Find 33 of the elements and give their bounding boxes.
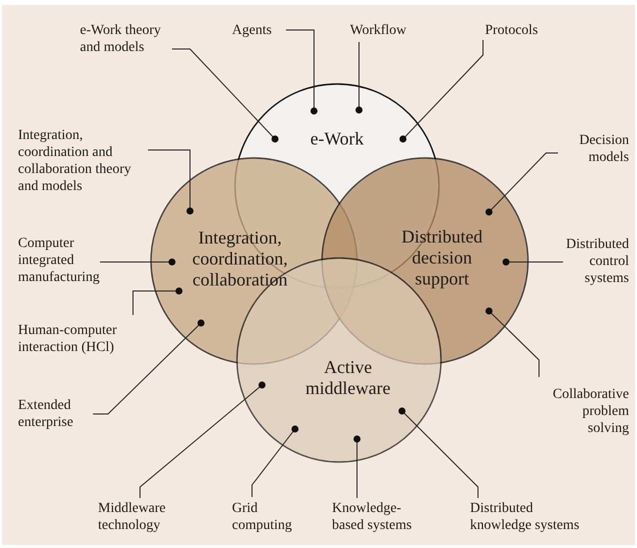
callout-label: Integration, coordination and collaboration theory and models: [18, 127, 140, 195]
leader-line: [100, 258, 176, 266]
leader-line: [398, 408, 478, 498]
callout-label: Decision models: [549, 132, 629, 166]
leader-line: [356, 42, 362, 114]
callout-label: Computer integrated manufacturing: [18, 235, 110, 286]
callout-label: Collaborative problem solving: [539, 386, 629, 437]
circle-title: Distributed decision support: [400, 226, 484, 290]
callout-label: Human-computer interaction (HCl): [18, 322, 148, 356]
leader-line: [252, 426, 298, 498]
callout-label: Distributed control systems: [542, 236, 629, 287]
leader-line: [92, 320, 204, 414]
callout-label: e-Work theory and models: [80, 22, 180, 56]
leader-line: [148, 150, 194, 214]
circle-title: e-Work: [309, 128, 365, 150]
leader-line: [140, 382, 266, 498]
circle-title: Active middleware: [304, 357, 392, 399]
callout-label: Agents: [232, 22, 288, 39]
leader-line: [486, 308, 540, 378]
callout-label: Extended enterprise: [18, 397, 96, 431]
callout-label: Grid computing: [232, 500, 302, 534]
leader-line: [486, 152, 558, 216]
callout-label: Knowledge-based systems: [332, 500, 432, 534]
leader-line: [286, 30, 318, 114]
leader-line: [354, 436, 360, 498]
callout-label: Distributed knowledge systems: [470, 500, 595, 534]
callout-label: Middleware technology: [98, 500, 198, 534]
leader-line: [132, 288, 182, 316]
leader-line: [172, 48, 278, 142]
leader-line: [400, 40, 484, 142]
callout-label: Workflow: [350, 22, 420, 39]
callout-label: Protocols: [485, 22, 565, 39]
leader-line: [502, 258, 564, 266]
